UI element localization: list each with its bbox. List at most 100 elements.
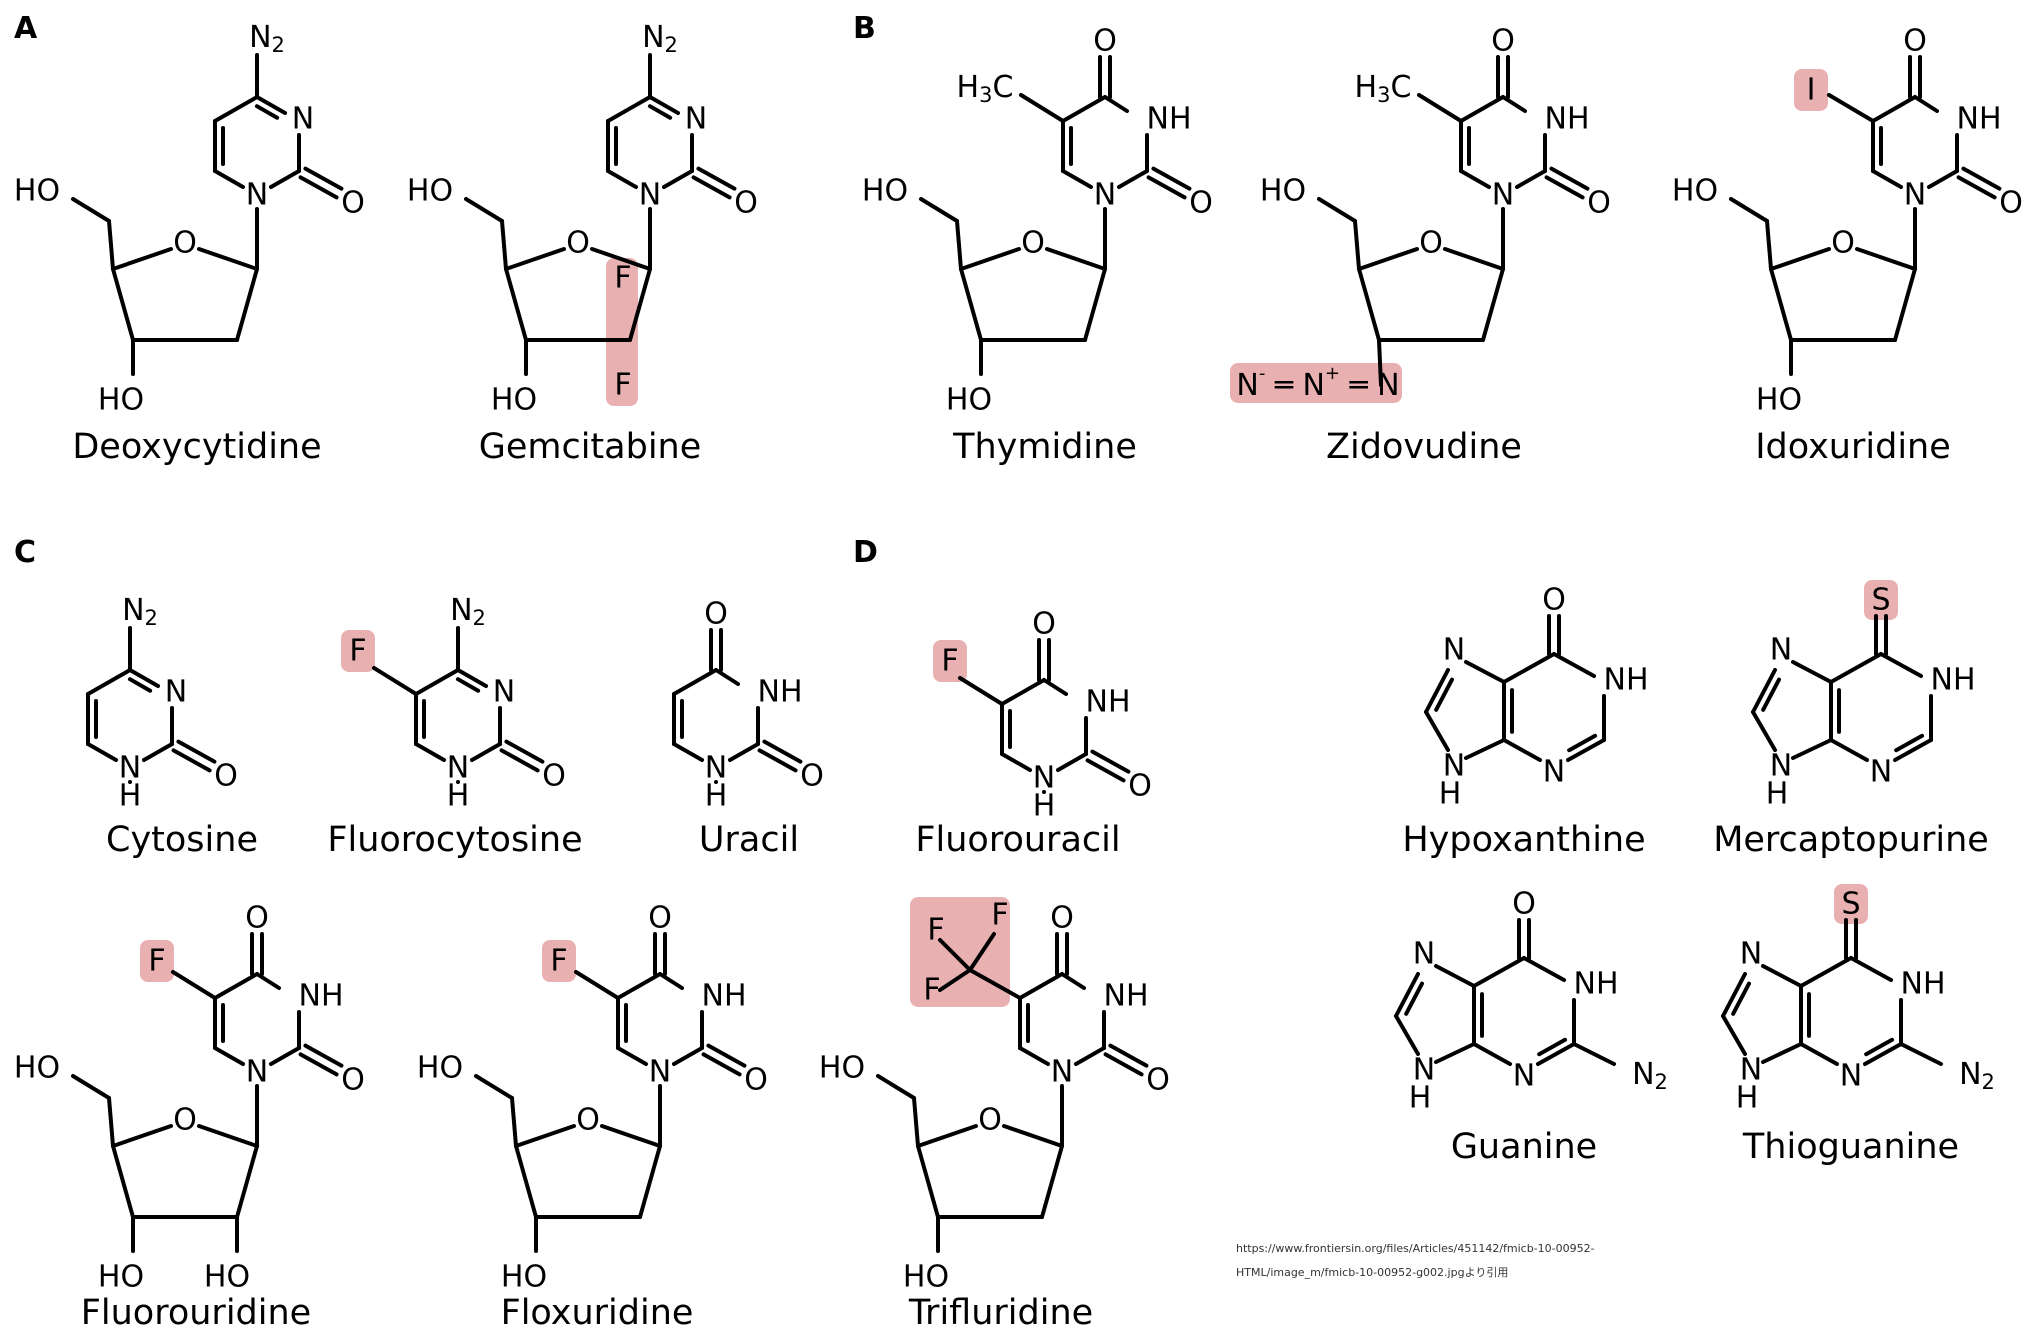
bond-line	[1751, 668, 1777, 714]
bond-line	[1103, 95, 1129, 113]
bond-line	[1956, 175, 1997, 200]
bond-line	[672, 742, 704, 762]
bond-line	[1357, 247, 1419, 271]
name-deoxycytidine: Deoxycytidine	[72, 427, 321, 467]
name-hypoxanthine: Hypoxanthine	[1402, 820, 1645, 860]
bond-line	[456, 668, 488, 688]
bond-line	[658, 972, 684, 990]
bond-line	[1404, 981, 1425, 1016]
bond-line	[171, 970, 217, 1000]
bond-line	[1443, 247, 1505, 271]
bond-line	[916, 1144, 940, 1219]
carbonyl-oxygen: O	[245, 901, 269, 936]
bond-line	[1927, 169, 1959, 189]
atom-label: N	[1904, 178, 1926, 213]
bond-line	[606, 169, 638, 189]
bond-line	[691, 175, 732, 200]
bond-line	[1849, 956, 1893, 982]
fluorine-label: F	[550, 944, 567, 979]
fluorine-label: F	[941, 644, 958, 679]
bond-line	[1000, 752, 1032, 772]
bond-line	[71, 1074, 111, 1100]
source-note-line-2: HTML/image_m/fmicb-10-00952-g002.jpgより引用	[1236, 1265, 1508, 1279]
bond-line	[1502, 652, 1556, 684]
bond-line	[1731, 981, 1752, 1016]
bond-line	[1472, 956, 1526, 988]
bond-line	[197, 247, 259, 271]
name-guanine: Guanine	[1451, 1127, 1597, 1167]
highlight-difluoro	[606, 258, 638, 406]
highlight-fluorine	[140, 940, 174, 982]
atom-label: NH	[1604, 663, 1649, 698]
atom-label: N	[165, 675, 187, 710]
atom-label: N	[1740, 937, 1762, 972]
bond-line	[701, 1052, 742, 1077]
hydroxyl-label: HO	[491, 383, 537, 418]
bond-line	[916, 1124, 978, 1148]
bond-line	[86, 742, 118, 762]
hydroxyl-label: HO	[946, 383, 992, 418]
bond-line	[176, 739, 217, 764]
bond-line	[1394, 1014, 1420, 1056]
bond-line	[1769, 247, 1831, 271]
bond-line	[1090, 749, 1131, 774]
name-fluorouracil: Fluorouracil	[915, 820, 1120, 860]
bond-line	[1566, 738, 1606, 762]
bond-line	[470, 742, 502, 762]
highlight-sulfur	[1834, 884, 1868, 924]
atom-label: H	[705, 779, 728, 814]
bond-line	[1018, 1046, 1050, 1066]
bond-line	[1893, 738, 1933, 762]
name-thioguanine: Thioguanine	[1742, 1127, 1959, 1167]
ring-oxygen: O	[173, 226, 197, 261]
bond-line	[504, 247, 566, 271]
bond-line	[1751, 710, 1777, 752]
panel-label-c: C	[14, 535, 36, 570]
atom-label: N	[246, 1055, 268, 1090]
hydroxyl-label: HO	[1672, 174, 1718, 209]
atom-label: N	[1413, 937, 1435, 972]
hydroxyl-label: HO	[14, 1051, 60, 1086]
atom-label: N	[1443, 749, 1465, 784]
bond-line	[1040, 1144, 1064, 1219]
ring-oxygen: O	[173, 1103, 197, 1138]
bond-line	[1871, 169, 1903, 189]
highlight-azido	[1230, 363, 1402, 403]
bond-line	[128, 668, 160, 688]
methyl-label: H3C	[957, 70, 1014, 108]
bond-line	[510, 1096, 518, 1148]
name-mercaptopurine: Mercaptopurine	[1713, 820, 1989, 860]
bond-line	[959, 247, 1021, 271]
azido-label: N- ═ N+ ═ N	[1236, 363, 1399, 403]
bond-line	[1434, 677, 1455, 712]
bond-line	[616, 972, 662, 1000]
panel-label-d: D	[853, 535, 878, 570]
carbonyl-oxygen: O	[1146, 1063, 1170, 1098]
molecules-layer: NNON2OHOHONNON2OHOHOFFNNHOOOHOHOH3CNNHOO…	[14, 20, 2023, 1295]
carbonyl-oxygen: O	[800, 759, 824, 794]
bond-line	[1074, 1046, 1106, 1066]
bond-line	[213, 1046, 245, 1066]
ring-oxygen: O	[566, 226, 590, 261]
bond-line	[500, 219, 508, 271]
hydroxyl-label: HO	[1756, 383, 1802, 418]
atom-label: NH	[1931, 663, 1976, 698]
bond-line	[1002, 1124, 1064, 1148]
bond-line	[255, 95, 287, 115]
atom-label: NH	[1086, 685, 1131, 720]
atom-label: N	[246, 178, 268, 213]
bond-line	[1829, 738, 1869, 762]
atom-label: H	[1766, 777, 1789, 812]
bond-line	[1761, 1042, 1803, 1064]
bond-line	[574, 970, 620, 1000]
bond-line	[298, 1052, 339, 1077]
